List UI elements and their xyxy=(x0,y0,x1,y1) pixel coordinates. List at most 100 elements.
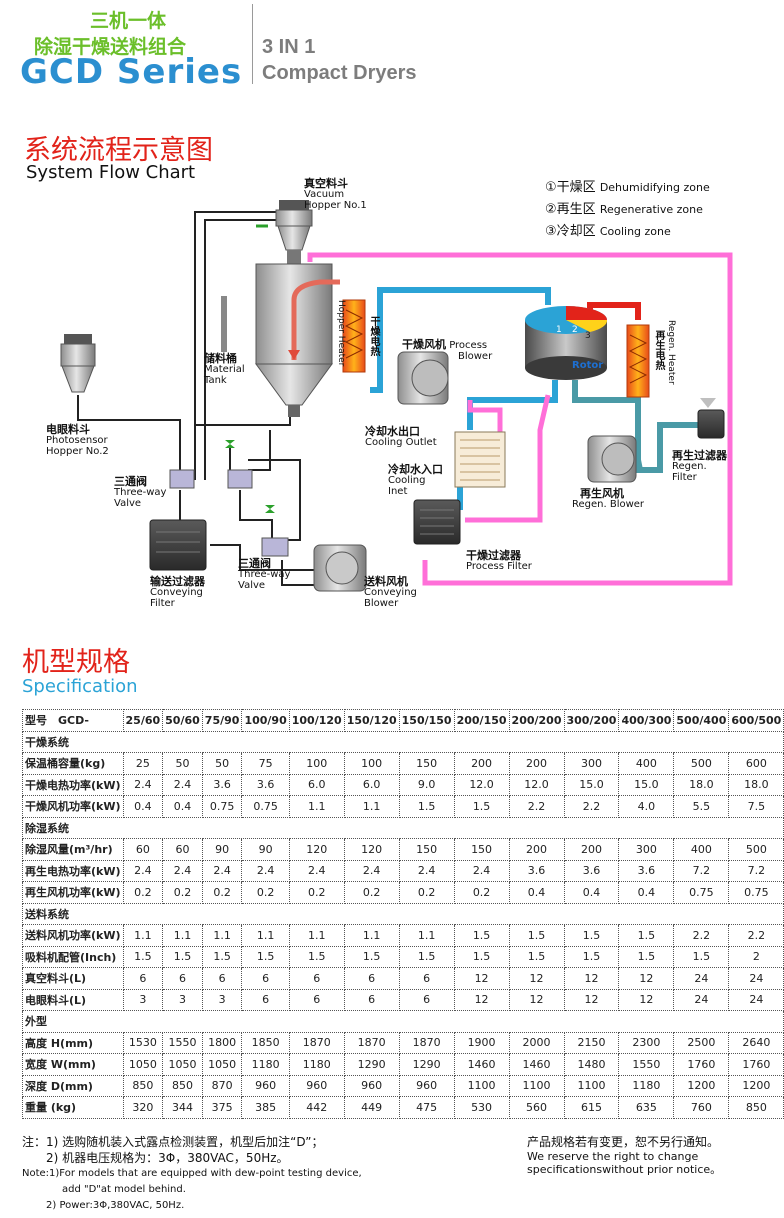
spec-section-label: 送料系统 xyxy=(21,902,784,925)
spec-cell: 1050 xyxy=(201,1053,243,1076)
spec-cell: 1290 xyxy=(398,1053,455,1076)
spec-cell: 2.2 xyxy=(508,795,565,818)
spec-cell: 150 xyxy=(453,838,510,861)
spec-cell: 200 xyxy=(453,752,510,775)
spec-cell: 1100 xyxy=(453,1074,510,1097)
label-regen-filter: 再生过滤器 Regen. Filter xyxy=(672,450,727,483)
spec-cell: 0.4 xyxy=(618,881,675,904)
label-en: Hopper No.1 xyxy=(304,200,367,211)
spec-cell: 2000 xyxy=(508,1031,565,1054)
spec-cell: 1180 xyxy=(288,1053,345,1076)
label-rotor: Rotor xyxy=(572,360,604,371)
label-cn: 冷却水入口 xyxy=(388,463,443,476)
spec-cell: 120 xyxy=(343,838,400,861)
spec-cell: 3.6 xyxy=(563,859,620,882)
material-tank-pipe xyxy=(221,296,227,352)
spec-cell: 0.4 xyxy=(563,881,620,904)
label-en: Regen. Blower xyxy=(572,499,645,510)
label-cn: 干燥风机 xyxy=(402,338,446,351)
label-en: Cooling Outlet xyxy=(365,437,437,448)
label-en: Regen. xyxy=(672,461,707,472)
spec-cell: 1.5 xyxy=(398,795,455,818)
header-divider xyxy=(252,4,253,84)
spec-row-label: 真空料斗(L) xyxy=(22,967,124,990)
zone-num: ② xyxy=(545,202,557,217)
spec-cell: 150 xyxy=(398,752,455,775)
spec-cell: 300 xyxy=(618,838,675,861)
spec-cell: 1870 xyxy=(398,1031,455,1054)
label-cn: 三通阀 xyxy=(114,475,147,488)
spec-cell: 1550 xyxy=(618,1053,675,1076)
spec-cell: 2.4 xyxy=(162,859,203,882)
spec-section-row: 送料系统 xyxy=(21,902,784,925)
spec-row-label: 干燥风机功率(kW) xyxy=(22,795,124,818)
spec-cell: 1.5 xyxy=(618,924,675,947)
label-en: Conveying xyxy=(364,587,417,598)
spec-cell: 200 xyxy=(508,752,565,775)
regen-blower-shape xyxy=(587,435,637,483)
spec-cell: 1870 xyxy=(288,1031,345,1054)
spec-cell: 2.4 xyxy=(343,859,400,882)
label-en: Conveying xyxy=(150,587,203,598)
spec-cell: 2.4 xyxy=(162,773,203,796)
spec-row-label: 吸料机配管(Inch) xyxy=(22,945,124,968)
spec-cell: 1850 xyxy=(241,1031,290,1054)
spec-row-label: 高度 H(mm) xyxy=(22,1031,124,1054)
notes-right: 产品规格若有变更，恕不另行通知。 We reserve the right to… xyxy=(527,1134,721,1176)
spec-cell: 1.5 xyxy=(201,945,243,968)
rotor-shape xyxy=(525,306,608,380)
three-way-valve-3 xyxy=(261,537,289,557)
spec-section-label: 干燥系统 xyxy=(21,730,784,753)
zone-en: Cooling zone xyxy=(599,225,671,238)
spec-cell: 6.0 xyxy=(343,773,400,796)
spec-cell: 1.1 xyxy=(122,924,164,947)
spec-cell: 960 xyxy=(241,1074,290,1097)
note-right-en-2: specificationswithout prior notice。 xyxy=(527,1163,722,1176)
label-en: Process Filter xyxy=(466,561,532,572)
spec-cell: 1.1 xyxy=(162,924,203,947)
label-en: Blower xyxy=(364,598,399,609)
spec-title-en: Specification xyxy=(22,676,138,697)
conveying-blower-shape xyxy=(313,544,367,592)
spec-cell: 3 xyxy=(201,988,243,1011)
label-cn: 储料桶 xyxy=(204,352,237,365)
spec-cell: 60 xyxy=(162,838,203,861)
spec-cell: 1.5 xyxy=(673,945,730,968)
header-en-line1: 3 IN 1 xyxy=(262,36,316,58)
spec-cell: 2.2 xyxy=(563,795,620,818)
label-en: Photosensor xyxy=(46,435,108,446)
spec-cell: 0.75 xyxy=(728,881,784,904)
spec-cell: 1.1 xyxy=(343,795,400,818)
spec-cell: 0.4 xyxy=(122,795,164,818)
spec-cell: 320 xyxy=(122,1096,164,1119)
spec-cell: 3.6 xyxy=(618,859,675,882)
spec-cell: 2.4 xyxy=(241,859,290,882)
spec-cell: 12 xyxy=(563,967,620,990)
note-en-3: 2) Power:3Φ,380VAC, 50Hz. xyxy=(46,1200,185,1211)
spec-header-cell: 150/150 xyxy=(398,709,455,732)
spec-cell: 2.4 xyxy=(453,859,510,882)
spec-cell: 1460 xyxy=(453,1053,510,1076)
pink-loop-3 xyxy=(467,400,503,440)
label-process-blower: 干燥风机 Process xyxy=(402,339,487,351)
spec-cell: 1480 xyxy=(563,1053,620,1076)
spec-row-label: 重量 (kg) xyxy=(22,1096,124,1119)
spec-cell: 635 xyxy=(618,1096,675,1119)
label-material-tank: 储料桶 Material Tank xyxy=(204,353,245,386)
spec-cell: 1.5 xyxy=(453,795,510,818)
spec-cell: 960 xyxy=(398,1074,455,1097)
spec-header-cell: 500/400 xyxy=(673,709,730,732)
spec-cell: 2.2 xyxy=(673,924,730,947)
spec-cell: 0.2 xyxy=(453,881,510,904)
spec-section-label: 除湿系统 xyxy=(21,816,784,839)
spec-cell: 0.2 xyxy=(201,881,243,904)
spec-cell: 24 xyxy=(673,988,730,1011)
spec-cell: 1760 xyxy=(673,1053,730,1076)
zone-legend-1: ①干燥区 Dehumidifying zone xyxy=(545,176,710,195)
